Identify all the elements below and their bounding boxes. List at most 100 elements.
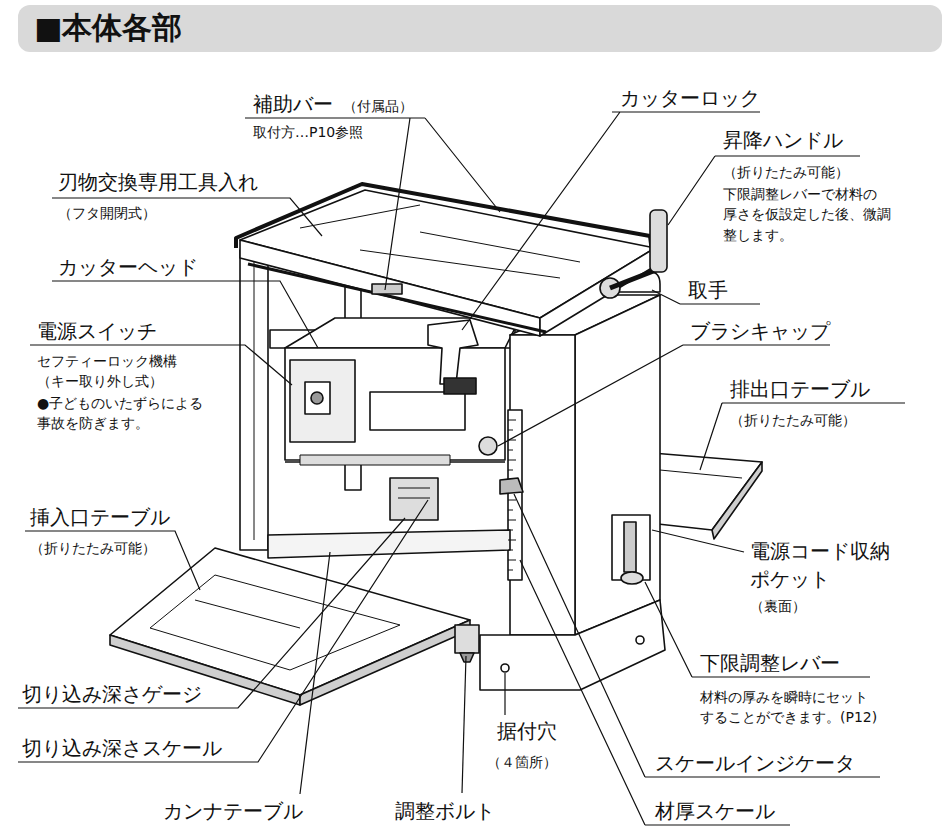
scale-ticks-shape bbox=[508, 560, 516, 561]
machine-body-shape bbox=[624, 522, 636, 572]
scale-ticks-shape bbox=[508, 420, 516, 421]
machine-body bbox=[110, 184, 762, 705]
machine-body-shape bbox=[444, 378, 476, 394]
part-label: 材料の厚みを瞬時にセット することができます。(P12) bbox=[700, 687, 882, 728]
part-label: 挿入口テーブル bbox=[30, 505, 170, 529]
part-label: （折りたたみ可能） bbox=[723, 164, 849, 181]
machine-body-shape bbox=[110, 548, 470, 695]
machine-body-shape bbox=[650, 210, 667, 272]
machine-body-shape bbox=[712, 462, 762, 539]
part-label: 取手 bbox=[688, 278, 728, 302]
part-label: 切り込み深さゲージ bbox=[22, 682, 202, 706]
machine-body-shape bbox=[285, 318, 520, 348]
scale-ticks-shape bbox=[508, 470, 513, 471]
title-band bbox=[18, 5, 942, 52]
machine-body-shape bbox=[660, 470, 742, 478]
scale-ticks-shape bbox=[508, 520, 516, 521]
part-label: カッターヘッド bbox=[58, 255, 198, 279]
scale-ticks-shape bbox=[508, 450, 513, 451]
machine-body-shape bbox=[311, 392, 323, 404]
part-label: （付属品） bbox=[343, 98, 413, 115]
scale-ticks-shape bbox=[508, 460, 516, 461]
machine-body-shape bbox=[479, 437, 497, 455]
part-label: （キー取り外し式） bbox=[37, 373, 163, 390]
part-label: ブラシキャップ bbox=[690, 319, 830, 343]
machine-body-shape bbox=[248, 264, 546, 332]
part-label: セフティーロック機構 bbox=[37, 353, 177, 370]
part-label: 据付穴 bbox=[497, 719, 557, 743]
machine-body-shape bbox=[150, 575, 400, 670]
part-label: 材厚スケール bbox=[655, 799, 775, 823]
part-label: 下限調整レバーで材料の 厚さを仮設定した後、微調 整します。 bbox=[723, 184, 894, 245]
leader-lines-shape bbox=[504, 673, 505, 715]
scale-ticks-shape bbox=[508, 550, 513, 551]
machine-body-shape bbox=[390, 478, 438, 520]
part-label: （折りたたみ可能） bbox=[730, 412, 856, 429]
machine-body-shape bbox=[501, 664, 509, 672]
machine-body-shape bbox=[636, 636, 644, 644]
part-label: ●子どものいたずらによる 事故を防ぎます。 bbox=[37, 393, 213, 434]
machine-body-shape bbox=[372, 284, 402, 294]
leader-lines-shape bbox=[462, 656, 466, 793]
leader-lines-shape bbox=[18, 518, 405, 708]
leader-lines-shape bbox=[245, 118, 500, 290]
leader-lines-shape bbox=[52, 198, 322, 236]
part-label: （裏面） bbox=[750, 598, 806, 615]
leader-lines-shape bbox=[514, 494, 880, 777]
machine-body-shape bbox=[455, 625, 479, 653]
machine-body-shape bbox=[300, 455, 450, 465]
scale-ticks-shape bbox=[508, 510, 513, 511]
part-label: 調整ボルト bbox=[395, 799, 495, 823]
machine-body-shape bbox=[240, 250, 268, 550]
machine-body-shape bbox=[305, 382, 330, 414]
scale-ticks-shape bbox=[508, 540, 516, 541]
scale-ticks-shape bbox=[508, 530, 513, 531]
part-label: 切り込み深さスケール bbox=[22, 736, 222, 760]
machine-body-shape bbox=[398, 488, 430, 489]
machine-body-shape bbox=[290, 360, 355, 442]
leader-lines-shape bbox=[462, 112, 760, 330]
part-label: 補助バー bbox=[253, 92, 333, 116]
machine-body-shape bbox=[254, 262, 255, 540]
leader-lines-shape bbox=[300, 552, 330, 794]
part-label: 下限調整レバー bbox=[700, 651, 840, 675]
part-label: スケールインジケータ bbox=[655, 751, 855, 775]
leader-lines-shape bbox=[700, 403, 905, 470]
leader-lines-shape bbox=[25, 531, 200, 590]
machine-body-shape bbox=[285, 348, 505, 460]
part-label: 排出口テーブル bbox=[730, 377, 870, 401]
leader-lines-shape bbox=[652, 530, 744, 552]
machine-body-shape bbox=[420, 232, 580, 262]
part-label: 取付方…P10参照 bbox=[253, 124, 363, 141]
scale-ticks-shape bbox=[508, 430, 513, 431]
machine-body-shape bbox=[540, 248, 655, 336]
part-label: （折りたたみ可能） bbox=[30, 540, 156, 557]
scale-ticks-shape bbox=[508, 570, 513, 571]
part-label: 電源スイッチ bbox=[37, 319, 157, 343]
machine-body-shape bbox=[195, 600, 300, 628]
part-label: 電源コード収納 ポケット bbox=[750, 537, 900, 593]
machine-body-shape bbox=[428, 320, 478, 384]
leader-lines-shape bbox=[645, 582, 870, 677]
part-label: 昇降ハンドル bbox=[723, 128, 843, 152]
machine-body-shape bbox=[460, 653, 474, 662]
part-label: （フタ開閉式） bbox=[58, 205, 156, 222]
machine-body-shape bbox=[370, 392, 465, 430]
machine-body-shape bbox=[268, 530, 510, 558]
part-label: カッターロック bbox=[620, 86, 760, 110]
machine-body-shape bbox=[236, 184, 652, 252]
part-label: 刃物交換専用工具入れ bbox=[58, 170, 258, 194]
leader-lines-shape bbox=[18, 500, 428, 762]
machine-body-shape bbox=[398, 498, 430, 499]
machine-body-shape bbox=[480, 600, 665, 690]
machine-body-shape bbox=[300, 620, 470, 705]
leader-lines bbox=[18, 112, 905, 825]
machine-body-shape bbox=[610, 270, 656, 288]
machine-body-shape bbox=[621, 572, 643, 584]
scale-ticks-shape bbox=[508, 500, 516, 501]
machine-body-shape bbox=[575, 295, 660, 635]
page-title: ■本体各部 bbox=[34, 10, 182, 46]
machine-body-shape bbox=[612, 515, 650, 580]
part-label: カンナテーブル bbox=[163, 799, 303, 823]
